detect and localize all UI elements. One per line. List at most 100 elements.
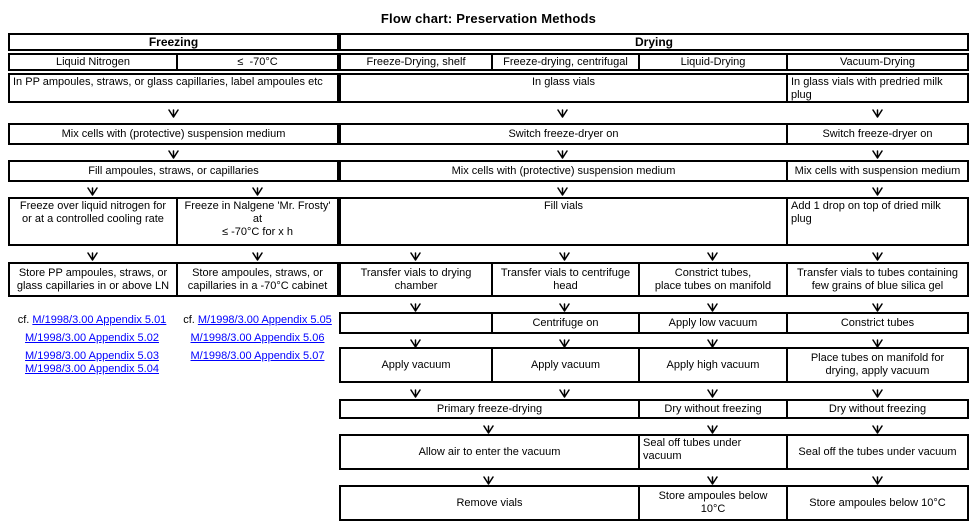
- mix-cells-with-protective-suspension-med: Mix cells with (protective) suspension m…: [451, 164, 676, 177]
- liquid-drying: Liquid-Drying: [638, 55, 786, 69]
- transfer-vials-to-drying-chamber: Transfer vials to drying chamber: [360, 266, 472, 292]
- appendix-link[interactable]: M/1998/3.00 Appendix 5.06: [190, 332, 325, 344]
- down-arrow-icon: [872, 422, 883, 434]
- down-arrow-icon: [706, 336, 718, 348]
- down-arrow-icon: [706, 249, 718, 261]
- down-arrow-icon: [252, 249, 263, 261]
- remove-vials: Remove vials: [456, 496, 523, 509]
- flow-box: Transfer vials to drying chamber Transfer…: [339, 262, 969, 297]
- down-arrow-icon: [872, 336, 883, 348]
- flow-box: Fill vials Add 1 drop on top of dried mil…: [339, 197, 969, 246]
- seal-off-the-tubes-under-vacuum: Seal off the tubes under vacuum: [786, 436, 967, 468]
- dry-without-freezing: Dry without freezing: [638, 401, 786, 417]
- down-arrow-icon: [872, 106, 883, 118]
- appendix-line: M/1998/3.00 Appendix 5.03: [8, 350, 176, 362]
- store-ampoules-below-10-c: Store ampoules below 10°C: [786, 487, 967, 519]
- flow-box: In PP ampoules, straws, or glass capilla…: [8, 73, 339, 103]
- 70-c: ≤ -70°C: [176, 55, 337, 69]
- seal-off-tubes-under-vacuum: Seal off tubes under vacuum: [638, 436, 786, 468]
- in-pp-ampoules-straws-or-glass-capillari: In PP ampoules, straws, or glass capilla…: [13, 76, 323, 88]
- down-arrow-icon: [872, 300, 883, 312]
- flow-box: Mix cells with (protective) suspension m…: [8, 123, 339, 145]
- constrict-tubes: Constrict tubes: [786, 314, 967, 332]
- appendix-link[interactable]: M/1998/3.00 Appendix 5.07: [190, 350, 325, 362]
- appendix-link[interactable]: M/1998/3.00 Appendix 5.05: [197, 314, 332, 326]
- vacuum-drying: Vacuum-Drying: [786, 55, 967, 69]
- constrict-tubes-place-tubes-on-manifold: Constrict tubes, place tubes on manifold: [638, 264, 786, 295]
- appendix-line: M/1998/3.00 Appendix 5.07: [176, 350, 339, 362]
- down-arrow-icon: [409, 249, 421, 261]
- down-arrow-icon: [872, 184, 883, 196]
- drying: Drying: [634, 35, 673, 49]
- store-ampoules-below-10-c: Store ampoules below 10°C: [638, 487, 786, 519]
- flow-box: Mix cells with (protective) suspension m…: [339, 160, 969, 182]
- mix-cells-with-protective-suspension-med: Mix cells with (protective) suspension m…: [61, 127, 286, 140]
- appendix-link[interactable]: M/1998/3.00 Appendix 5.03: [25, 350, 159, 362]
- appendix-line: M/1998/3.00 Appendix 5.06: [176, 332, 339, 344]
- fill-vials: Fill vials: [543, 200, 584, 212]
- flow-box: Drying: [339, 33, 969, 51]
- down-arrow-icon: [409, 336, 421, 348]
- transfer-vials-to-centrifuge-head: Transfer vials to centrifuge head: [491, 264, 638, 295]
- fill-ampoules-straws-or-capillaries: Fill ampoules, straws, or capillaries: [88, 164, 259, 177]
- flow-box: Store PP ampoules, straws, or glass capi…: [8, 262, 339, 297]
- appendix-link[interactable]: M/1998/3.00 Appendix 5.04: [25, 363, 159, 375]
- apply-high-vacuum: Apply high vacuum: [638, 349, 786, 381]
- down-arrow-icon: [559, 249, 570, 261]
- down-arrow-icon: [409, 386, 421, 398]
- freeze-over-liquid-nitrogen-for-or-at-a-: Freeze over liquid nitrogen for or at a …: [19, 200, 167, 225]
- flow-box: Freeze-Drying, shelf Freeze-drying, centr…: [339, 53, 969, 71]
- flow-box: Primary freeze-drying Dry without freezin…: [339, 399, 969, 419]
- dry-without-freezing: Dry without freezing: [786, 401, 967, 417]
- appendix-line: cf. M/1998/3.00 Appendix 5.05: [176, 314, 339, 326]
- down-arrow-icon: [872, 473, 883, 485]
- freeze-drying-shelf: Freeze-Drying, shelf: [366, 55, 466, 68]
- down-arrow-icon: [86, 184, 98, 196]
- empty-cell: [341, 314, 491, 332]
- down-arrow-icon: [559, 336, 570, 348]
- store-ampoules-straws-or-capillaries-in-: Store ampoules, straws, or capillaries i…: [176, 264, 337, 295]
- cf-label: cf.: [183, 314, 198, 326]
- down-arrow-icon: [557, 106, 568, 118]
- down-arrow-icon: [483, 473, 494, 485]
- in-glass-vials: In glass vials: [532, 76, 595, 88]
- primary-freeze-drying: Primary freeze-drying: [436, 402, 543, 415]
- down-arrow-icon: [557, 147, 568, 159]
- down-arrow-icon: [706, 473, 718, 485]
- place-tubes-on-manifold-for-drying-apply: Place tubes on manifold for drying, appl…: [786, 349, 967, 381]
- allow-air-to-enter-the-vacuum: Allow air to enter the vacuum: [418, 445, 561, 458]
- apply-vacuum: Apply vacuum: [381, 358, 451, 371]
- flow-box: Liquid Nitrogen≤ -70°C: [8, 53, 339, 71]
- in-glass-vials-with-predried-milk-plug: In glass vials with predried milk plug: [786, 75, 967, 101]
- switch-freeze-dryer-on: Switch freeze-dryer on: [508, 127, 619, 140]
- freeze-drying-centrifugal: Freeze-drying, centrifugal: [491, 55, 638, 69]
- apply-vacuum: Apply vacuum: [491, 349, 638, 381]
- down-arrow-icon: [483, 422, 494, 434]
- appendix-link[interactable]: M/1998/3.00 Appendix 5.02: [25, 332, 159, 344]
- flow-box: Allow air to enter the vacuum Seal off tu…: [339, 434, 969, 470]
- down-arrow-icon: [706, 422, 718, 434]
- flow-box: Freeze over liquid nitrogen for or at a …: [8, 197, 339, 246]
- flow-box: Freezing: [8, 33, 339, 51]
- freezing: Freezing: [148, 35, 199, 49]
- down-arrow-icon: [872, 147, 883, 159]
- down-arrow-icon: [252, 184, 263, 196]
- appendix-link[interactable]: M/1998/3.00 Appendix 5.01: [32, 314, 167, 326]
- add-1-drop-on-top-of-dried-milk-plug: Add 1 drop on top of dried milk plug: [786, 199, 967, 244]
- cf-label: cf.: [17, 314, 33, 326]
- transfer-vials-to-tubes-containing-few-g: Transfer vials to tubes containing few g…: [786, 264, 967, 295]
- down-arrow-icon: [706, 300, 718, 312]
- apply-low-vacuum: Apply low vacuum: [638, 314, 786, 332]
- flow-box: Fill ampoules, straws, or capillaries: [8, 160, 339, 182]
- down-arrow-icon: [557, 184, 568, 196]
- page-title: Flow chart: Preservation Methods: [380, 11, 597, 26]
- flow-box: In glass vials In glass vials with predri…: [339, 73, 969, 103]
- down-arrow-icon: [872, 386, 883, 398]
- appendix-line: M/1998/3.00 Appendix 5.02: [8, 332, 176, 344]
- freeze-in-nalgene-mr-frosty-at-70-c-for-: Freeze in Nalgene 'Mr. Frosty' at ≤ -70°…: [176, 199, 337, 244]
- appendix-line: cf. M/1998/3.00 Appendix 5.01: [8, 314, 176, 326]
- centrifuge-on: Centrifuge on: [491, 314, 638, 332]
